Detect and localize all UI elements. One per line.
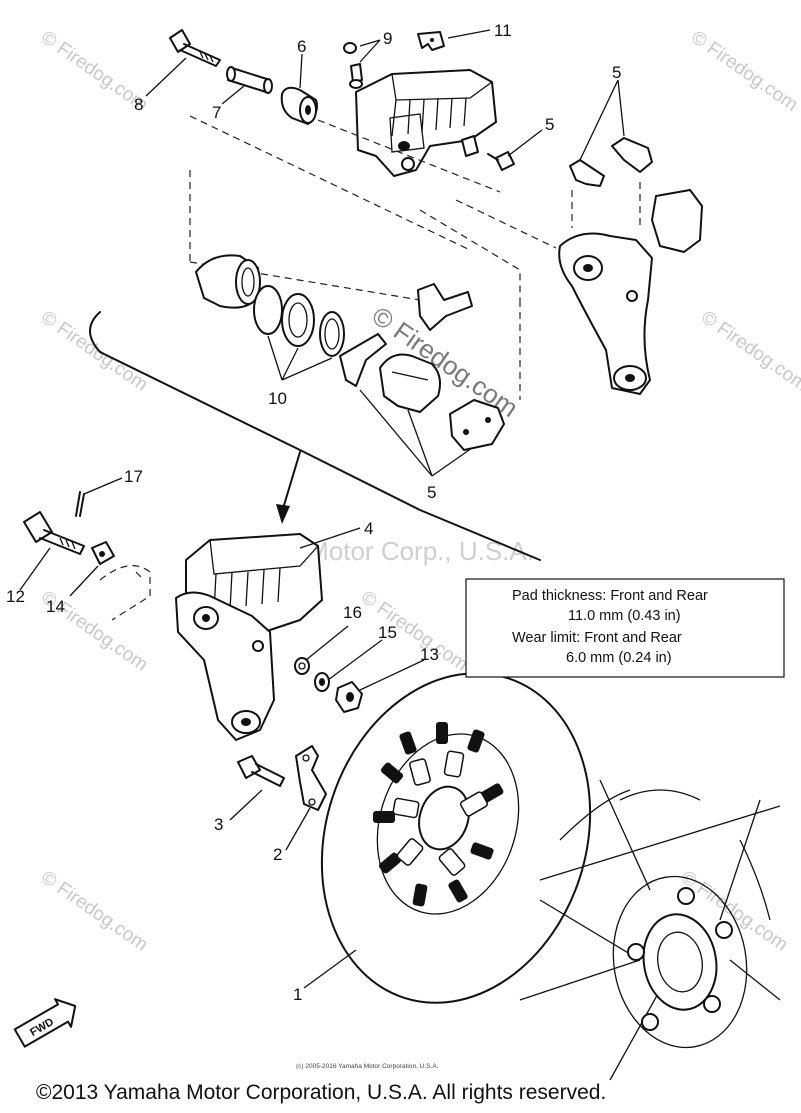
callout-5-b: 5 [612, 63, 621, 82]
part-13-nut [335, 681, 363, 713]
spec-pad-thickness-label: Pad thickness: Front and Rear [512, 588, 708, 604]
caliper-assembled-lower [175, 533, 323, 741]
callout-12: 12 [6, 587, 25, 606]
callout-4: 4 [364, 519, 373, 538]
callout-3: 3 [214, 815, 223, 834]
caliper-bracket-upper [558, 189, 703, 395]
callout-2: 2 [273, 845, 282, 864]
callout-15: 15 [378, 623, 397, 642]
callout-5-c: 5 [427, 483, 436, 502]
callout-6: 6 [297, 37, 306, 56]
part-1-brake-disc [320, 672, 592, 1004]
spec-wear-limit-value: 6.0 mm (0.24 in) [566, 650, 672, 666]
part-14-nut [91, 541, 115, 565]
caliper-body-upper [355, 69, 497, 177]
callout-8: 8 [134, 95, 143, 114]
anti-rattle-springs [569, 137, 653, 187]
part-2-lock-plate [295, 745, 327, 811]
part-6-bushing [280, 86, 318, 125]
watermark-text: © Firedog.com [37, 867, 151, 956]
callout-16: 16 [343, 603, 362, 622]
callout-7: 7 [212, 103, 221, 122]
part-11-clip [417, 31, 445, 51]
callout-9: 9 [383, 29, 392, 48]
part-5-screw [487, 151, 515, 171]
spec-wear-limit-label: Wear limit: Front and Rear [512, 630, 682, 646]
spec-box: Pad thickness: Front and Rear 11.0 mm (0… [465, 578, 785, 678]
part-10-piston-seals [195, 254, 345, 357]
small-credit: (c) 2005-2016 Yamaha Motor Corporation, … [296, 1063, 439, 1070]
callout-1: 1 [293, 985, 302, 1004]
watermark-text: © Firedog.com [357, 587, 471, 676]
part-7-pin [226, 66, 273, 94]
part-17-cotter-pin [75, 491, 85, 517]
leader-lines [19, 29, 625, 989]
callout-13: 13 [420, 645, 439, 664]
assembly-arrow [89, 311, 541, 561]
part-12-bolt [23, 511, 85, 555]
part-16-washer [294, 657, 310, 675]
part-9-bleed-screw [343, 42, 363, 89]
part-5-brake-pads [339, 283, 505, 451]
part-15-washer [314, 672, 330, 692]
callout-14: 14 [46, 597, 65, 616]
callout-5-a: 5 [545, 115, 554, 134]
copyright-footer: ©2013 Yamaha Motor Corporation, U.S.A. A… [36, 1081, 606, 1104]
wheel-hub-outline [519, 779, 781, 1081]
watermark-text: © Firedog.com [687, 27, 801, 116]
spec-pad-thickness-value: 11.0 mm (0.43 in) [568, 608, 681, 624]
callout-11: 11 [494, 21, 512, 40]
callout-17: 17 [124, 467, 143, 486]
watermark-text: © Firedog.com [697, 307, 801, 396]
watermark-text: © Firedog.com [37, 307, 151, 396]
part-3-bolt [237, 755, 285, 787]
part-8-bolt [169, 29, 221, 67]
fwd-arrow-badge: FWD [13, 998, 77, 1048]
callout-10: 10 [268, 389, 287, 408]
mounting-plate-outline [99, 565, 151, 621]
callouts: 1 2 3 4 5 5 5 6 7 8 9 10 11 12 13 14 15 … [6, 21, 621, 1004]
